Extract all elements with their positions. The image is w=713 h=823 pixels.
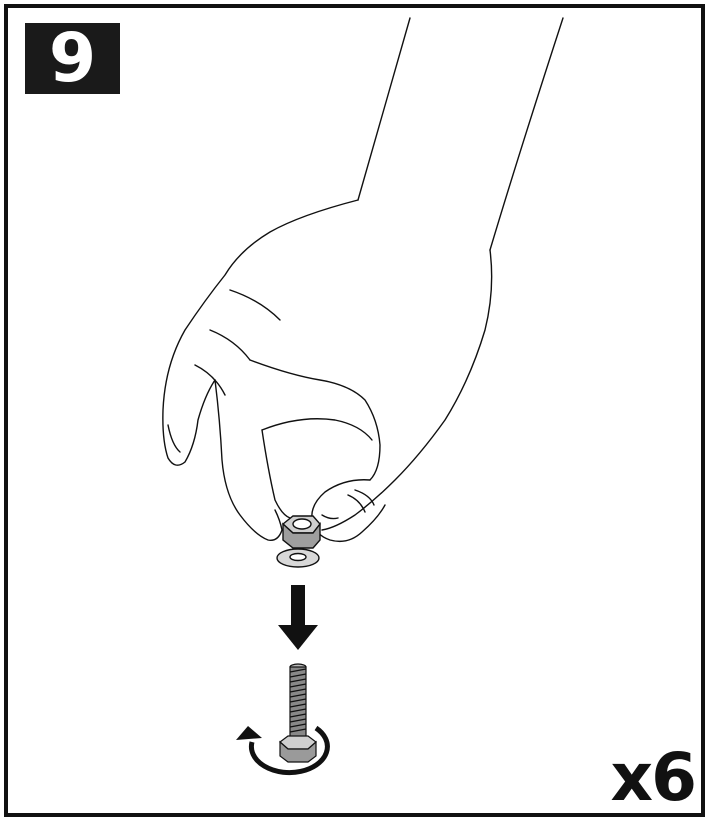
- quantity-label: x6: [610, 739, 697, 816]
- rotate-arrow-icon: [236, 725, 330, 776]
- threaded-bolt-icon: [279, 663, 317, 763]
- down-arrow-icon: [278, 585, 318, 650]
- instruction-frame: [4, 4, 705, 817]
- hand-icon: [162, 17, 564, 543]
- washer-icon: [276, 548, 320, 568]
- hex-nut-icon: [281, 515, 321, 549]
- step-number: 9: [48, 18, 97, 98]
- step-number-badge: 9: [25, 23, 120, 94]
